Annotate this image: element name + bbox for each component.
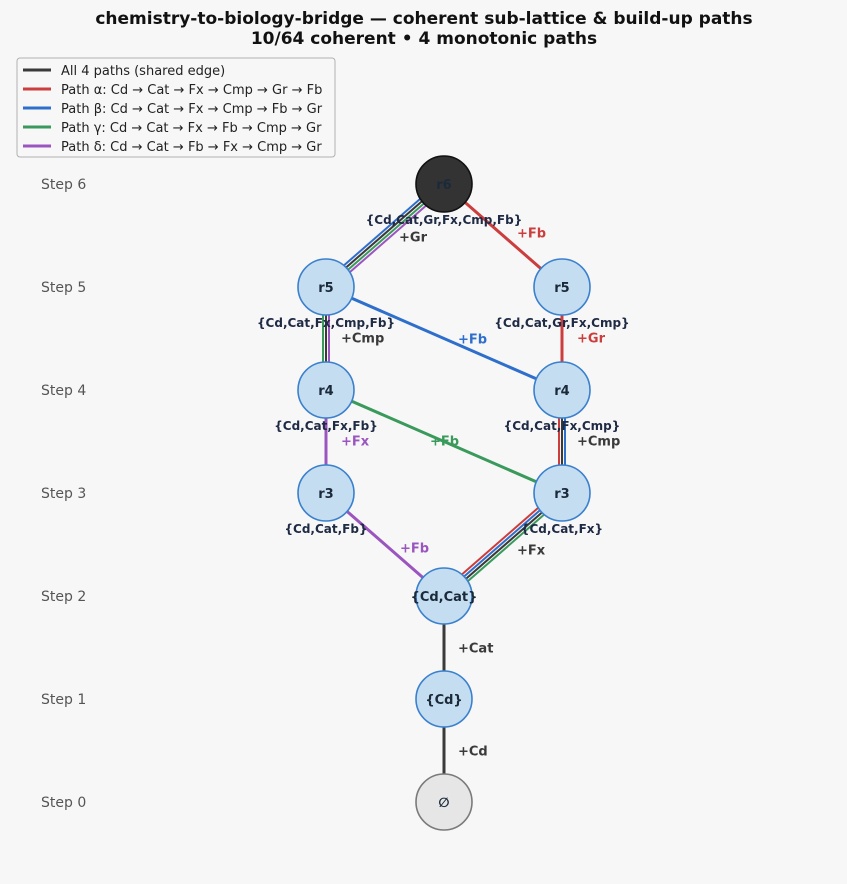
- node-label: r6: [436, 178, 451, 193]
- edge-label: +Fb: [430, 435, 459, 450]
- node-circle: [415, 155, 473, 213]
- edge-label: +Fx: [517, 544, 546, 559]
- node-label: r4: [554, 384, 569, 399]
- node-n0[interactable]: ∅: [415, 773, 473, 831]
- legend: All 4 paths (shared edge) Path α: Cd → Ca…: [16, 57, 336, 158]
- node-label: r3: [318, 487, 333, 502]
- node-r5a[interactable]: r5: [297, 258, 355, 316]
- edge-label: +Gr: [577, 332, 606, 347]
- set-label: {Cd,Cat,Gr,Fx,Cmp}: [494, 316, 629, 330]
- node-label: {Cd}: [425, 693, 462, 708]
- node-r3a[interactable]: r3: [297, 464, 355, 522]
- node-r4b[interactable]: r4: [533, 361, 591, 419]
- title-line-2: 10/64 coherent • 4 monotonic paths: [251, 29, 597, 49]
- edge-stroke-beta: [324, 285, 564, 392]
- step-label-6: Step 6: [41, 177, 86, 193]
- node-circle: [297, 464, 355, 522]
- legend-item-2: Path β: Cd → Cat → Fx → Cmp → Fb → Gr: [23, 102, 323, 117]
- node-circle: [415, 773, 473, 831]
- node-circle: [415, 567, 473, 625]
- title-line-1: chemistry-to-biology-bridge — coherent s…: [95, 9, 752, 29]
- node-circle: [297, 258, 355, 316]
- edge-label: +Fb: [400, 542, 429, 557]
- set-label: {Cd,Cat,Gr,Fx,Cmp,Fb}: [366, 213, 523, 227]
- step-label-3: Step 3: [41, 486, 86, 502]
- legend-item-1: Path α: Cd → Cat → Fx → Cmp → Gr → Fb: [23, 83, 322, 98]
- step-label-4: Step 4: [41, 383, 86, 399]
- edge-label: +Cmp: [577, 435, 620, 450]
- step-label-1: Step 1: [41, 692, 86, 708]
- node-label: r5: [318, 281, 333, 296]
- legend-item-0: All 4 paths (shared edge): [23, 64, 225, 79]
- legend-label: All 4 paths (shared edge): [61, 64, 225, 79]
- legend-label: Path β: Cd → Cat → Fx → Cmp → Fb → Gr: [61, 102, 323, 117]
- step-label-0: Step 0: [41, 795, 86, 811]
- step-label-2: Step 2: [41, 589, 86, 605]
- step-label-5: Step 5: [41, 280, 86, 296]
- edge-label: +Fb: [517, 227, 546, 242]
- set-label: {Cd,Cat,Fx,Fb}: [274, 419, 378, 433]
- node-r3b[interactable]: r3: [533, 464, 591, 522]
- set-label: {Cd,Cat,Fb}: [284, 522, 367, 536]
- legend-item-3: Path γ: Cd → Cat → Fx → Fb → Cmp → Gr: [23, 121, 322, 136]
- set-label: {Cd,Cat,Fx,Cmp}: [504, 419, 621, 433]
- node-label: r5: [554, 281, 569, 296]
- legend-label: Path α: Cd → Cat → Fx → Cmp → Gr → Fb: [61, 83, 322, 98]
- set-labels: {Cd,Cat,Gr,Fx,Cmp,Fb} {Cd,Cat,Fx,Cmp,Fb} {…: [257, 213, 630, 536]
- node-circle: [533, 361, 591, 419]
- node-r4a[interactable]: r4: [297, 361, 355, 419]
- edge-label: +Cmp: [341, 332, 384, 347]
- node-label: r4: [318, 384, 333, 399]
- set-label: {Cd,Cat,Fx}: [521, 522, 603, 536]
- node-r5b[interactable]: r5: [533, 258, 591, 316]
- edge-label: +Fx: [341, 435, 370, 450]
- node-label: r3: [554, 487, 569, 502]
- edge-label: +Cd: [458, 745, 488, 760]
- set-label: {Cd,Cat,Fx,Cmp,Fb}: [257, 316, 395, 330]
- edge-stroke-gamma: [324, 388, 564, 495]
- edge-r3b-r4a: [324, 388, 564, 495]
- node-circle: [415, 670, 473, 728]
- node-circle: [533, 464, 591, 522]
- legend-label: Path γ: Cd → Cat → Fx → Fb → Cmp → Gr: [61, 121, 322, 136]
- node-circle: [297, 361, 355, 419]
- legend-box: [16, 57, 336, 158]
- node-n1[interactable]: {Cd}: [415, 670, 473, 728]
- node-label: ∅: [438, 796, 449, 811]
- legend-label: Path δ: Cd → Cat → Fb → Fx → Cmp → Gr: [61, 140, 322, 155]
- node-r6[interactable]: r6: [415, 155, 473, 213]
- edge-label: +Gr: [399, 231, 428, 246]
- edge-labels: +Cd +Cat +Fb +Fx +Fx +Fb +Cmp +Cmp +Fb +Gr +Gr +Fb: [341, 227, 620, 760]
- edge-label: +Fb: [458, 333, 487, 348]
- step-axis: Step 6 Step 5 Step 4 Step 3 Step 2 Step 1 Step…: [41, 177, 86, 811]
- node-n2[interactable]: {Cd,Cat}: [411, 567, 478, 625]
- node-label: {Cd,Cat}: [411, 590, 478, 605]
- edge-label: +Cat: [458, 642, 493, 657]
- node-circle: [533, 258, 591, 316]
- nodes: r6 r5 r5 r4 r4 r3 r3 {Cd,Cat} {Cd} ∅: [297, 155, 591, 831]
- legend-item-4: Path δ: Cd → Cat → Fb → Fx → Cmp → Gr: [23, 140, 322, 155]
- edge-r4b-r5a: [324, 285, 564, 392]
